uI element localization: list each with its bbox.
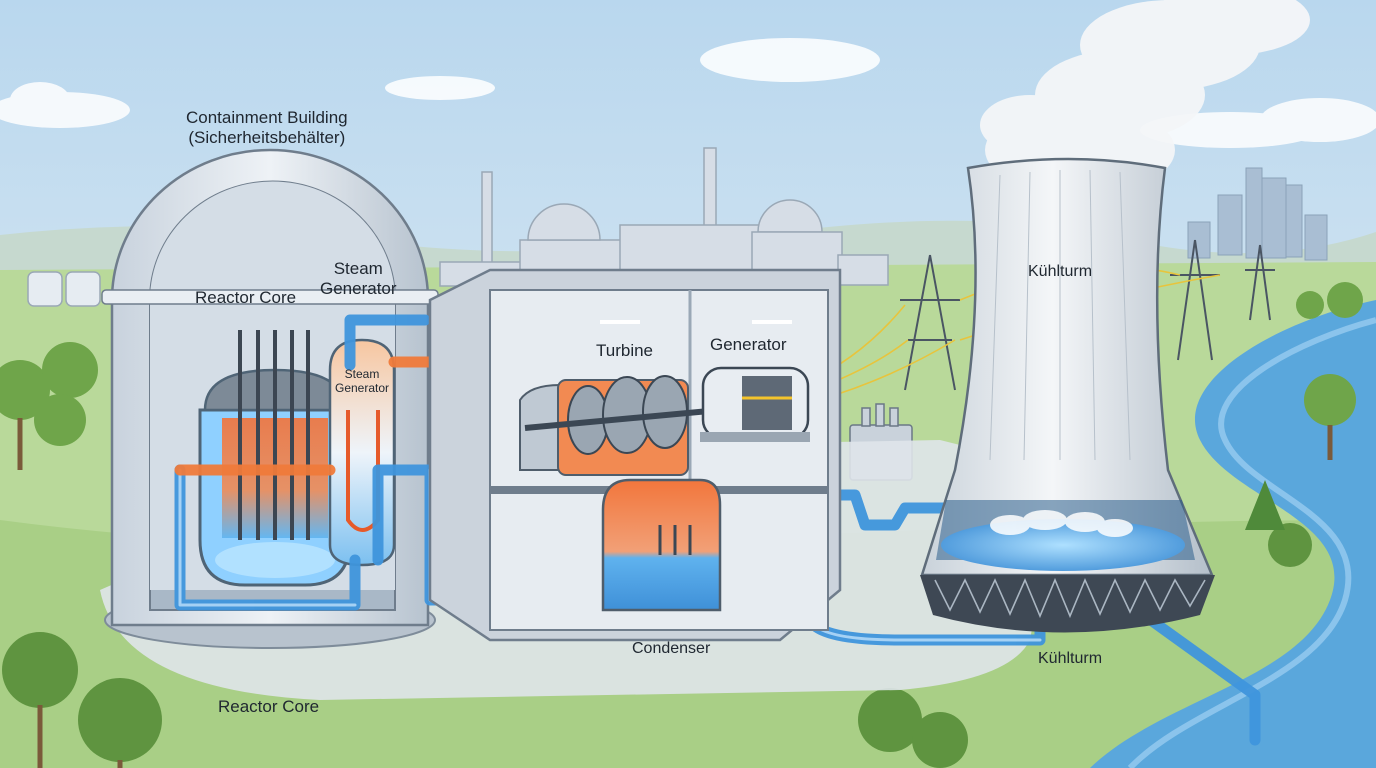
containment-label-line1: Containment Building <box>186 108 348 127</box>
containment-building-label: Containment Building (Sicherheitsbehälte… <box>186 108 348 147</box>
generator <box>700 366 810 442</box>
reactor-core-label-top: Reactor Core <box>195 288 297 307</box>
condenser-label: Condenser <box>632 640 711 657</box>
containment-label-line2: (Sicherheitsbehälter) <box>188 127 346 147</box>
steam-generator-vessel-label-line1: Steam <box>344 367 380 381</box>
turbine <box>519 375 721 476</box>
reactor-core-label-bottom: Reactor Core <box>218 697 320 716</box>
cooling-tower-label-bottom: Kühlturm <box>1038 650 1103 667</box>
cooling-tower <box>920 157 1215 633</box>
steam-generator-vessel-label: Steam Generator <box>330 367 394 396</box>
steam-generator-vessel-label-line2: Generator <box>334 381 390 396</box>
generator-label: Generator <box>710 335 787 354</box>
steam-generator-label: Steam Generator <box>320 259 397 298</box>
condenser <box>601 478 722 612</box>
steam-generator-label-line1: Steam <box>333 259 383 278</box>
steam-generator-label-line2: Generator <box>320 278 397 298</box>
cooling-tower-label-top: Kühlturm <box>1028 263 1093 280</box>
turbine-label: Turbine <box>596 341 654 360</box>
